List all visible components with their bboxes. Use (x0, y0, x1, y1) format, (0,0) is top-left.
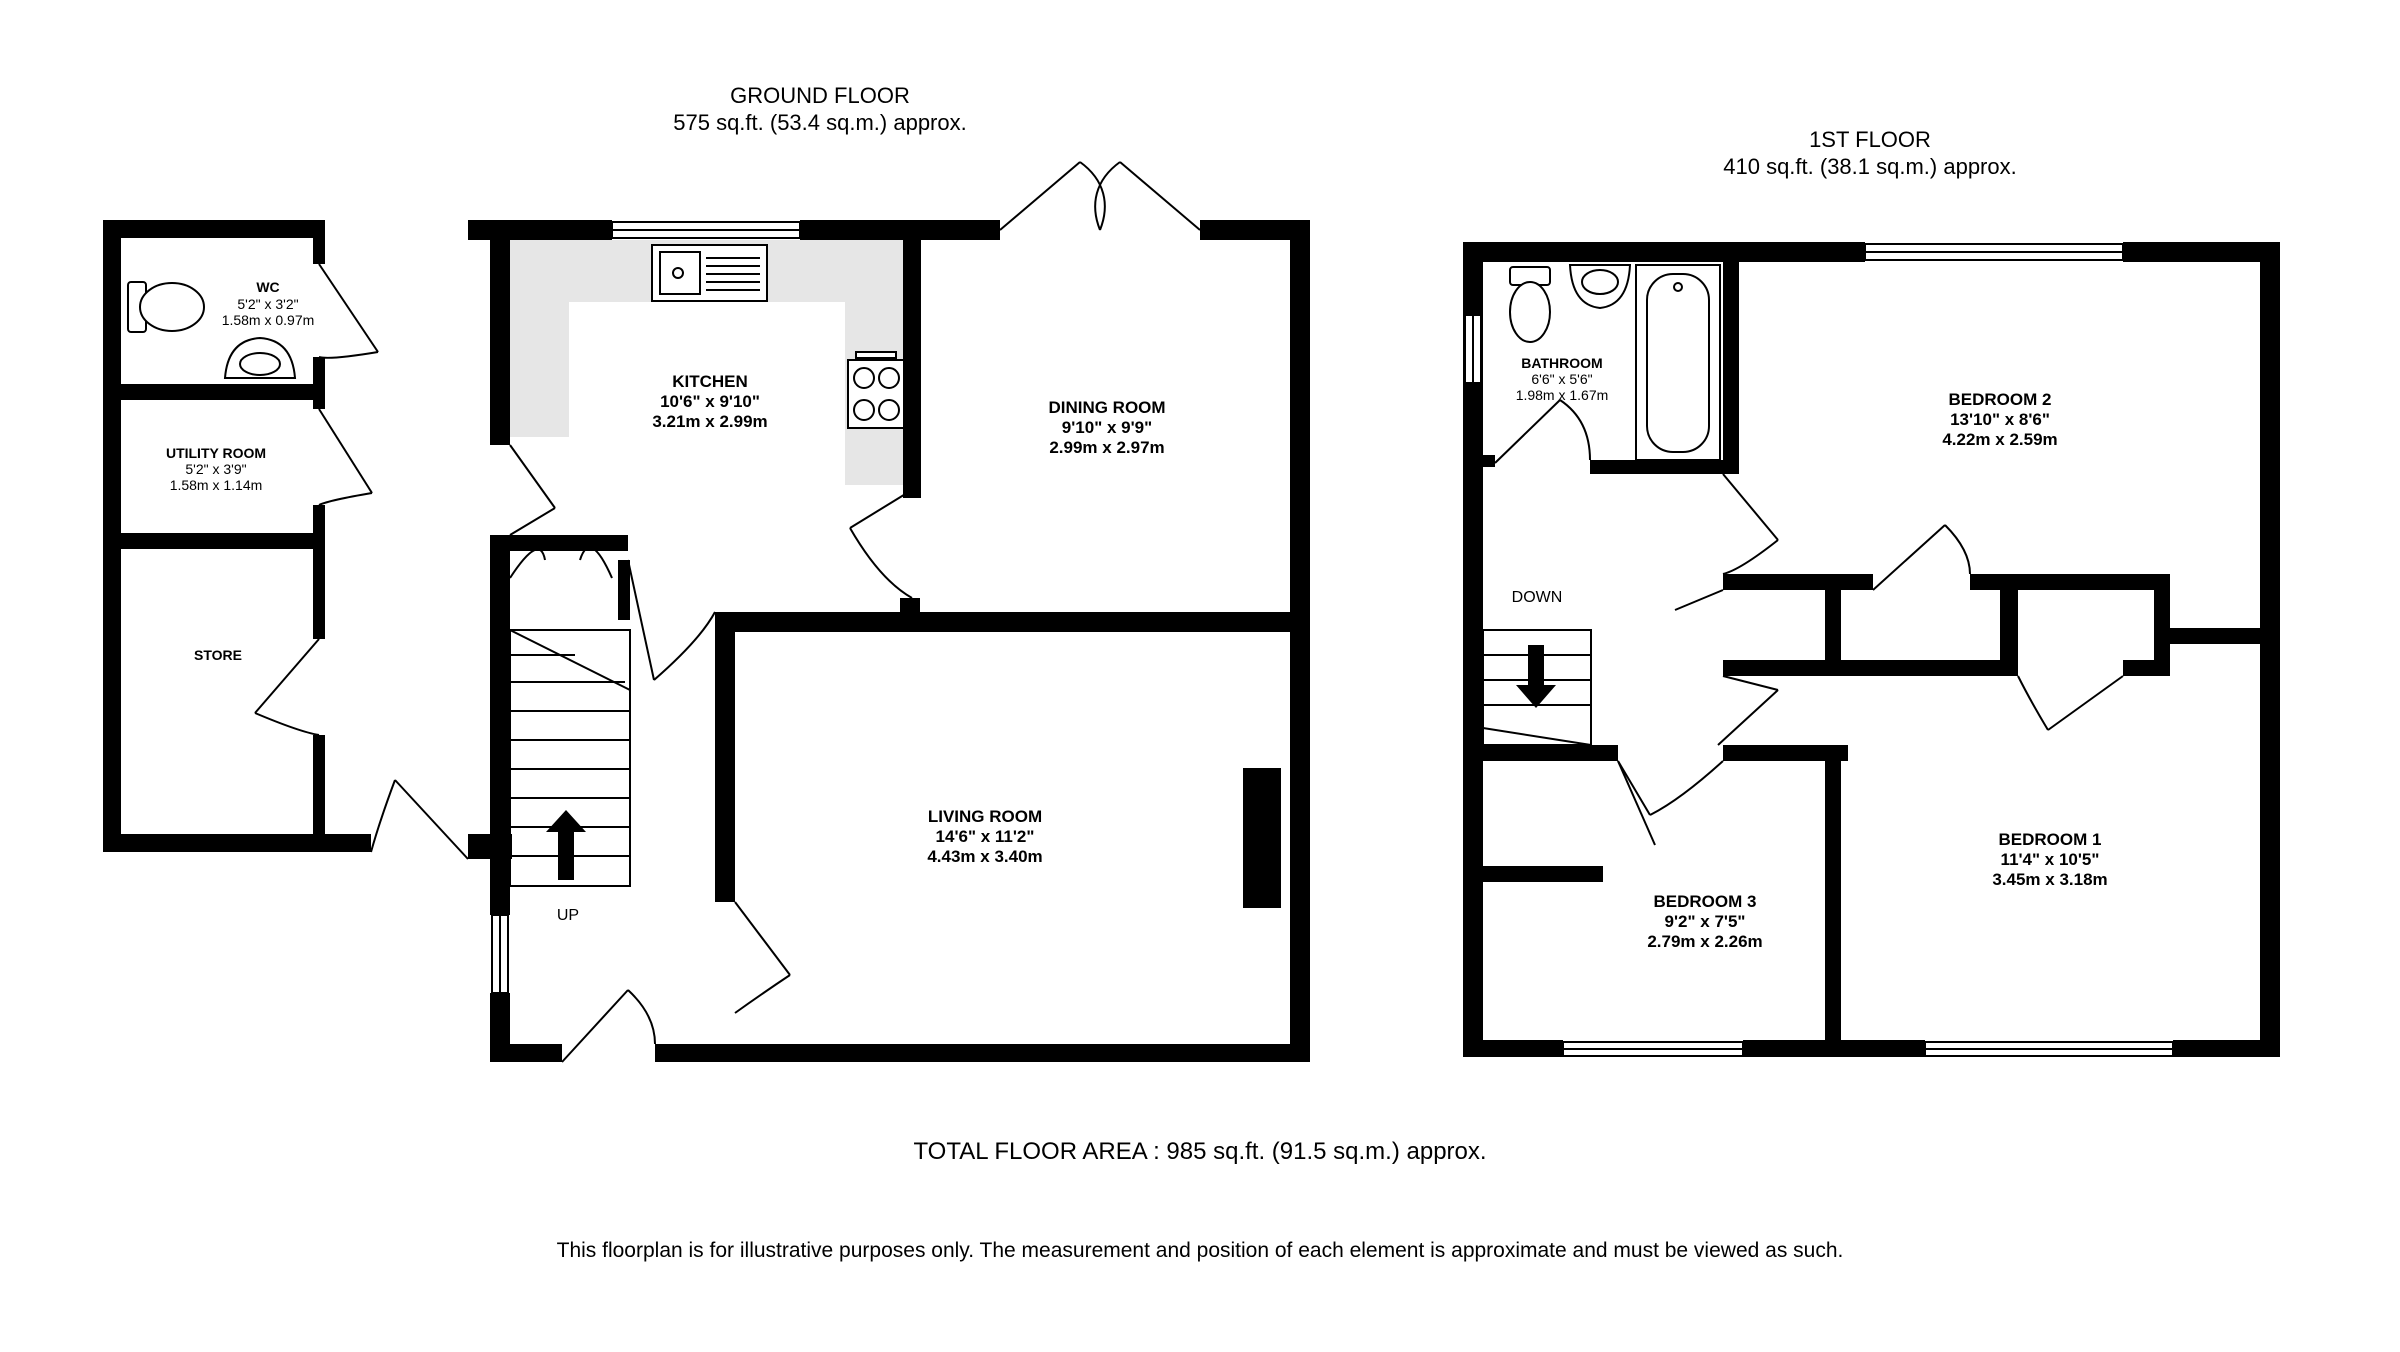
first-floor-stairs (1482, 629, 1592, 746)
ground-floor-doors (254, 263, 921, 1063)
bedroom-2-metric: 4.22m x 2.59m (1942, 430, 2057, 449)
kitchen-metric: 3.21m x 2.99m (652, 412, 767, 431)
living-room-metric: 4.43m x 3.40m (927, 847, 1042, 866)
ground-floor-walls (103, 220, 1310, 1062)
ground-floor-windows (491, 221, 801, 994)
first-floor-walls (1463, 242, 2280, 1057)
bedroom-2-name: BEDROOM 2 (1949, 390, 2052, 409)
first-floor-title: 1ST FLOOR (1809, 127, 1931, 152)
hob-icon (847, 351, 905, 429)
ground-floor-title: GROUND FLOOR (730, 83, 910, 108)
bathroom-toilet-icon (1509, 266, 1551, 343)
utility-room-metric: 1.58m x 1.14m (170, 477, 263, 493)
ground-floor-room-labels: KITCHEN 10'6" x 9'10" 3.21m x 2.99m DINI… (166, 279, 1166, 924)
kitchen-sink-icon (651, 244, 768, 302)
french-doors (999, 161, 1201, 231)
floor-titles: GROUND FLOOR 575 sq.ft. (53.4 sq.m.) app… (673, 83, 2016, 179)
stairs-down-label: DOWN (1512, 589, 1563, 606)
toilet-icon (127, 281, 205, 333)
bathroom-name: BATHROOM (1521, 355, 1602, 371)
living-room-name: LIVING ROOM (928, 807, 1042, 826)
basin-icon (223, 336, 297, 379)
bathroom-metric: 1.98m x 1.67m (1516, 387, 1609, 403)
bath-icon (1635, 264, 1721, 461)
ground-floor-plan (103, 161, 1310, 1063)
bedroom-1-imperial: 11'4" x 10'5" (2001, 850, 2100, 869)
bedroom-3-imperial: 9'2" x 7'5" (1665, 912, 1746, 931)
wc-name: WC (256, 279, 279, 295)
wc-metric: 1.58m x 0.97m (222, 312, 315, 328)
first-floor-room-labels: BATHROOM 6'6" x 5'6" 1.98m x 1.67m BEDRO… (1512, 355, 2108, 951)
utility-room-imperial: 5'2" x 3'9" (185, 461, 246, 477)
first-floor-plan (1463, 242, 2280, 1057)
ground-floor-area: 575 sq.ft. (53.4 sq.m.) approx. (673, 110, 966, 135)
dining-room-metric: 2.99m x 2.97m (1049, 438, 1164, 457)
bedroom-3-name: BEDROOM 3 (1654, 892, 1757, 911)
disclaimer-text: This floorplan is for illustrative purpo… (556, 1239, 1844, 1262)
first-floor-doors (1494, 399, 2124, 846)
stairs-down-arrow-icon (1516, 645, 1556, 708)
kitchen-imperial: 10'6" x 9'10" (660, 392, 760, 411)
bathroom-basin-icon (1568, 264, 1632, 310)
bedroom-1-name: BEDROOM 1 (1999, 830, 2102, 849)
stairs-up-label: UP (557, 907, 579, 924)
first-floor-area: 410 sq.ft. (38.1 sq.m.) approx. (1723, 154, 2016, 179)
bedroom-2-imperial: 13'10" x 8'6" (1950, 410, 2050, 429)
ground-floor-stairs (509, 629, 631, 887)
kitchen-name: KITCHEN (672, 372, 748, 391)
living-room-imperial: 14'6" x 11'2" (936, 827, 1035, 846)
wc-imperial: 5'2" x 3'2" (237, 296, 298, 312)
total-floor-area: TOTAL FLOOR AREA : 985 sq.ft. (91.5 sq.m… (913, 1138, 1487, 1165)
dining-room-imperial: 9'10" x 9'9" (1062, 418, 1152, 437)
dining-room-name: DINING ROOM (1048, 398, 1165, 417)
first-floor-windows (1464, 243, 2174, 1057)
bedroom-3-metric: 2.79m x 2.26m (1647, 932, 1762, 951)
utility-room-name: UTILITY ROOM (166, 445, 266, 461)
bedroom-1-metric: 3.45m x 3.18m (1992, 870, 2107, 889)
bathroom-imperial: 6'6" x 5'6" (1531, 371, 1592, 387)
store-name: STORE (194, 647, 242, 663)
stairs-up-arrow-icon (546, 810, 586, 880)
